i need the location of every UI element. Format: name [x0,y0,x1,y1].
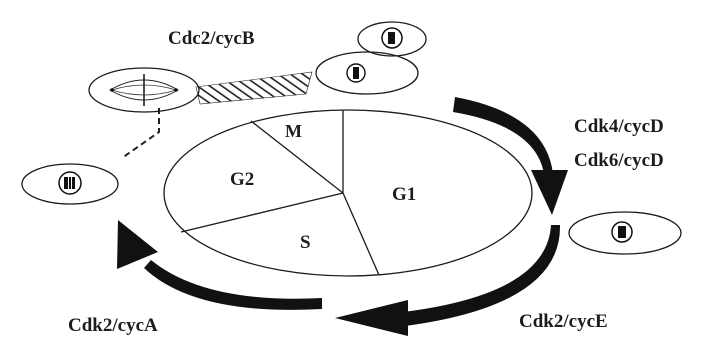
dashed-connector [122,108,159,158]
cell-late-g2 [22,164,118,204]
cell-late-g1 [569,212,681,254]
phase-s-label: S [300,232,311,253]
phase-g1-label: G1 [392,184,416,205]
label-cdk6-cycd: Cdk6/cycD [574,150,664,171]
cell-cycle-ring [164,110,532,276]
label-cdk4-cycd: Cdk4/cycD [574,116,664,137]
divider-g2-s [181,193,343,232]
label-cdc2-cycb: Cdc2/cycB [168,28,255,49]
divider-s-g1 [343,193,379,275]
cycle-ellipse [164,110,532,276]
arrow-cdk2-cyca [117,220,322,310]
cell-mitosis-spindle [89,68,199,112]
arrow-g1-cdk4-cdk6 [453,97,568,215]
phase-g2-label: G2 [230,169,254,190]
label-cdk2-cyce: Cdk2/cycE [519,311,608,332]
phase-m-label: M [285,121,302,141]
cell-early-g1-top [358,22,426,56]
label-cdk2-cyca: Cdk2/cycA [68,315,158,336]
cell-early-g1 [316,52,418,94]
cdc2-cycb-hatched-band [196,72,312,104]
